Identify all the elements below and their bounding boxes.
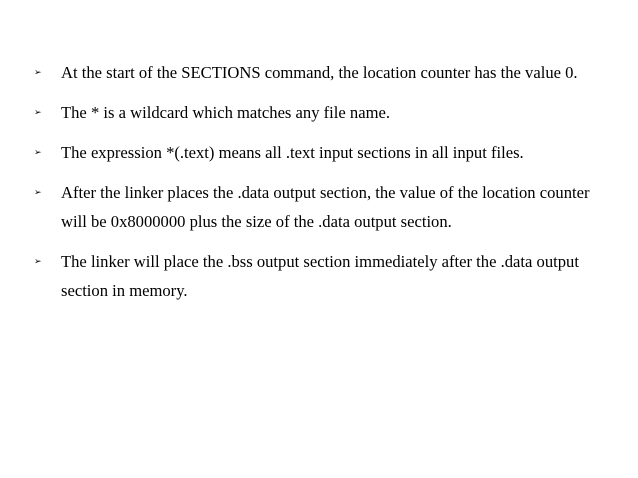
bullet-item: ➢ The * is a wildcard which matches any …: [34, 98, 594, 127]
bullet-text: After the linker places the .data output…: [61, 183, 590, 231]
bullet-text: The expression *(.text) means all .text …: [61, 143, 524, 162]
arrowhead-bullet-icon: ➢: [34, 256, 42, 266]
bullet-item: ➢ At the start of the SECTIONS command, …: [34, 58, 594, 87]
bullet-item: ➢ After the linker places the .data outp…: [34, 178, 594, 236]
arrowhead-bullet-icon: ➢: [34, 107, 42, 117]
bullet-text: At the start of the SECTIONS command, th…: [61, 63, 578, 82]
bullet-item: ➢ The expression *(.text) means all .tex…: [34, 138, 594, 167]
arrowhead-bullet-icon: ➢: [34, 147, 42, 157]
bullet-item: ➢ The linker will place the .bss output …: [34, 247, 594, 305]
arrowhead-bullet-icon: ➢: [34, 187, 42, 197]
bullet-text: The linker will place the .bss output se…: [61, 252, 579, 300]
bullet-text: The * is a wildcard which matches any fi…: [61, 103, 390, 122]
bullet-list: ➢ At the start of the SECTIONS command, …: [34, 58, 594, 316]
arrowhead-bullet-icon: ➢: [34, 67, 42, 77]
